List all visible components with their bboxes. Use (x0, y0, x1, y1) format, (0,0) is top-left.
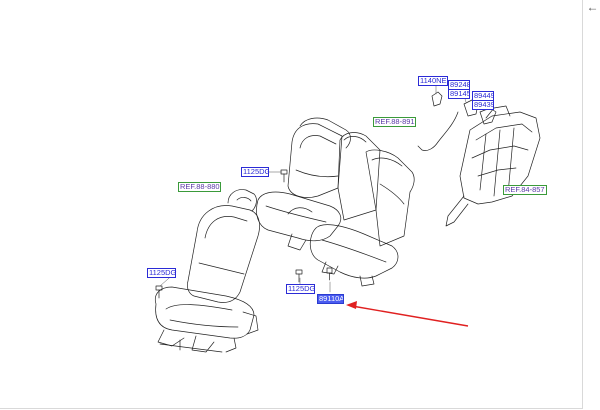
ref-label-trim[interactable]: REF.84-857 (503, 185, 547, 195)
part-label-bolt-front[interactable]: 1125DG (147, 268, 176, 278)
front-seat-drawing (154, 189, 260, 353)
ref-label-front-seat[interactable]: REF.88-880 (178, 182, 221, 192)
pointer-arrow-icon (346, 301, 469, 327)
part-label-bolt-rear-top[interactable]: 1125DG (241, 167, 269, 177)
part-label-fastener-top[interactable]: 1140NE (418, 76, 448, 86)
back-arrow-icon[interactable]: ← (586, 0, 599, 14)
bolt-rear-bottom-drawing (295, 269, 303, 283)
diagram-frame (0, 0, 583, 409)
seatbelt-cable-drawing (417, 111, 459, 151)
part-label-a2[interactable]: 89145 (448, 89, 470, 99)
hook-part-drawing (326, 267, 333, 281)
ref-label-rear-seat[interactable]: REF.88-891 (373, 117, 416, 127)
part-label-b2[interactable]: 89439 (472, 100, 494, 110)
part-label-bolt-rear-bottom[interactable]: 1125DG (286, 284, 315, 294)
parts-diagram (154, 85, 541, 353)
side-trim-panel-drawing (445, 105, 541, 227)
part-label-highlighted[interactable]: 89110A (317, 294, 344, 304)
rear-seat-drawing (256, 117, 415, 287)
bolt-front-drawing (155, 285, 163, 299)
